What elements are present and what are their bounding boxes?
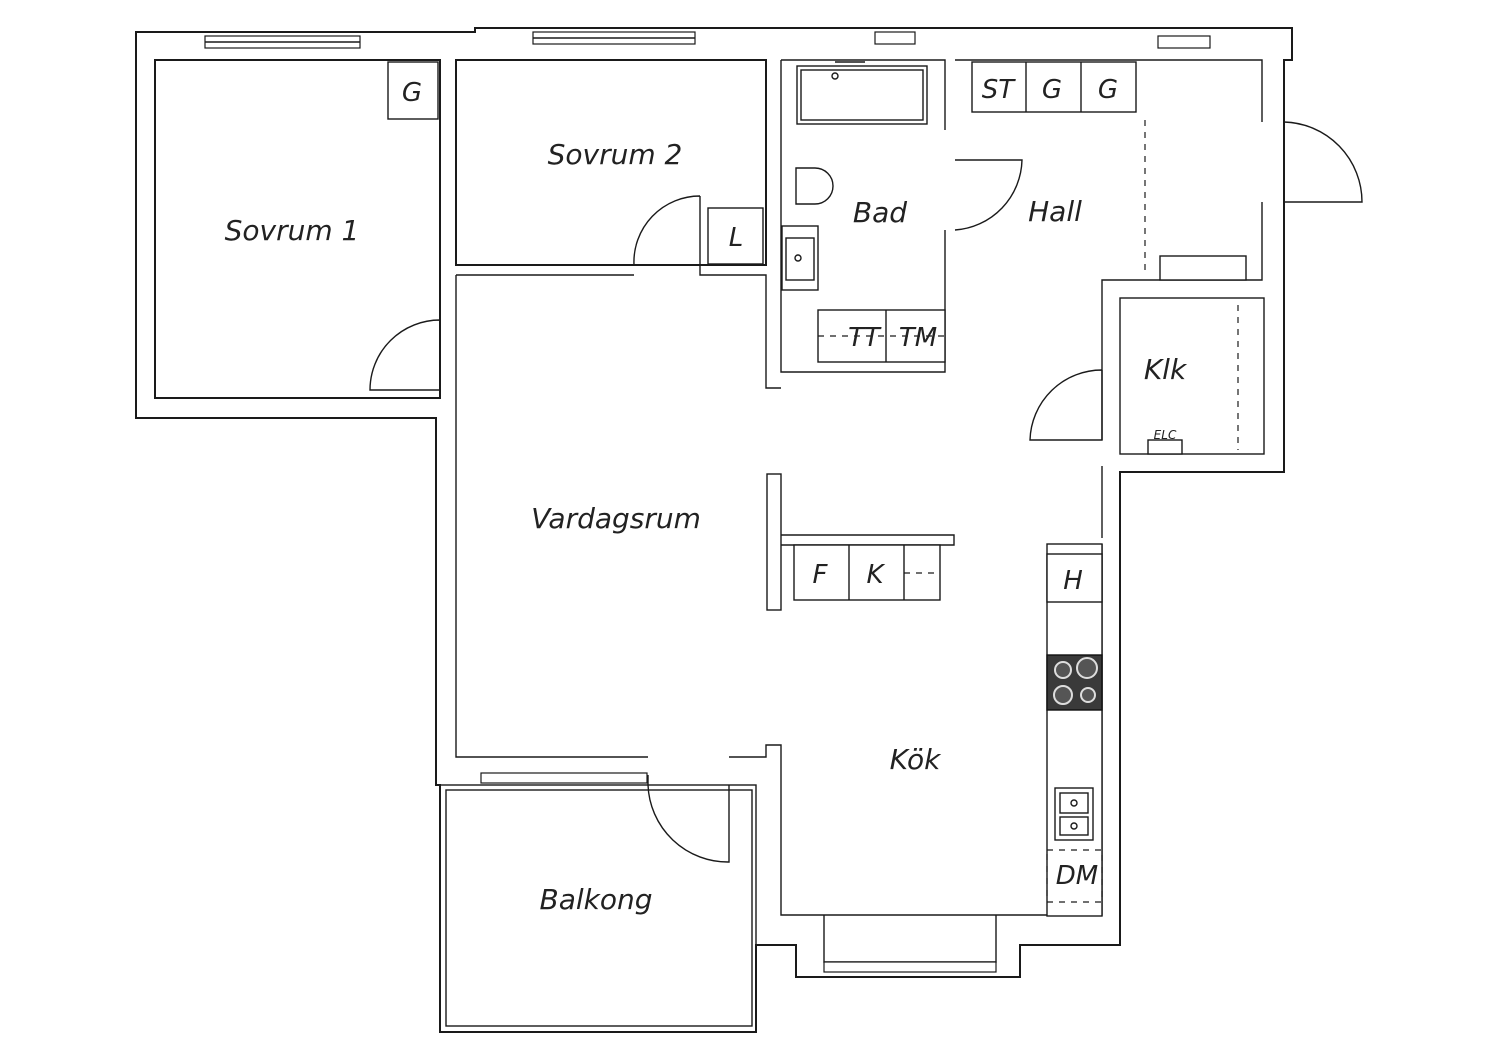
window-hall bbox=[1157, 35, 1211, 49]
window-vardagsrum bbox=[480, 772, 648, 784]
linen-cupboard bbox=[707, 207, 764, 265]
bathroom-fixtures bbox=[781, 61, 946, 363]
fixture-label-dm: DM bbox=[1056, 861, 1098, 891]
fixture-label-g: G bbox=[402, 78, 422, 108]
room-label-vardagsrum: Vardagsrum bbox=[531, 502, 701, 535]
windows bbox=[204, 31, 1211, 973]
fixture-label-f: F bbox=[813, 560, 829, 590]
outer-walls bbox=[135, 27, 1293, 1033]
elc-box bbox=[1147, 439, 1183, 455]
door-balkong bbox=[647, 775, 730, 863]
storage bbox=[387, 61, 1247, 601]
h-cabinet bbox=[1046, 553, 1103, 603]
dishwasher bbox=[1046, 849, 1103, 903]
door-sovrum1 bbox=[369, 319, 441, 391]
room-label-klk: Klk bbox=[1144, 353, 1188, 386]
fixture-label-st: ST bbox=[982, 75, 1017, 105]
interior-walls bbox=[154, 59, 1265, 1033]
burner-icon bbox=[1054, 661, 1072, 679]
burner-icon bbox=[1080, 687, 1096, 703]
door-klk bbox=[1029, 369, 1103, 441]
burner-icon bbox=[1053, 685, 1073, 705]
burner-icon bbox=[1076, 657, 1098, 679]
toilet bbox=[795, 167, 834, 205]
room-label-balkong: Balkong bbox=[539, 883, 652, 916]
room-label-kok: Kök bbox=[890, 743, 942, 776]
hall-shelf bbox=[1159, 255, 1247, 281]
room-label-bad: Bad bbox=[853, 196, 907, 229]
door-swings bbox=[369, 121, 1363, 863]
fixture-label-k: K bbox=[866, 560, 885, 590]
fixture-label-h: H bbox=[1063, 566, 1083, 596]
room-labels: Sovrum 1 Sovrum 2 Bad Hall Klk Vardagsru… bbox=[225, 138, 1188, 916]
kitchen-counter bbox=[1046, 543, 1103, 917]
door-bad bbox=[954, 159, 1023, 231]
hall-wardrobes bbox=[971, 61, 1137, 113]
fixture-label-l: L bbox=[729, 223, 744, 253]
window-kok bbox=[823, 961, 997, 973]
fixture-label-tt: TT bbox=[848, 323, 882, 353]
fixture-labels: G ST G G L TT TM F K H DM ELC bbox=[402, 75, 1177, 891]
room-label-hall: Hall bbox=[1028, 195, 1082, 228]
fixture-label-elc: ELC bbox=[1154, 428, 1177, 442]
window-bad bbox=[874, 31, 916, 45]
counter bbox=[1046, 543, 1103, 917]
fixture-label-g: G bbox=[1098, 75, 1118, 105]
door-entrance bbox=[1283, 121, 1363, 203]
room-label-sovrum2: Sovrum 2 bbox=[548, 138, 683, 171]
fixture-label-g: G bbox=[1042, 75, 1062, 105]
fk-cabinets bbox=[793, 544, 941, 601]
fixture-label-tm: TM bbox=[899, 323, 937, 353]
wardrobe-sovrum1 bbox=[387, 61, 439, 120]
door-sovrum2 bbox=[633, 195, 701, 266]
room-label-sovrum1: Sovrum 1 bbox=[225, 214, 360, 247]
